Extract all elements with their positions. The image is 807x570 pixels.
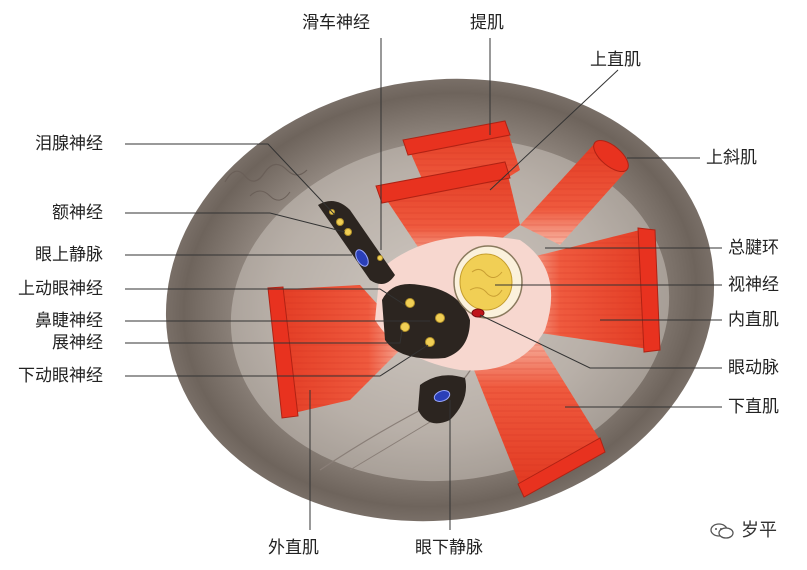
- label-oculomotor-inferior: 下动眼神经: [18, 366, 103, 386]
- label-superior-rectus: 上直肌: [590, 50, 641, 70]
- label-lacrimal-nerve: 泪腺神经: [35, 134, 103, 154]
- label-trochlear-nerve: 滑车神经: [302, 13, 370, 33]
- label-levator: 提肌: [470, 13, 504, 33]
- leader-lines: [125, 38, 722, 530]
- watermark-text: 岁平: [741, 520, 777, 541]
- label-oculomotor-superior: 上动眼神经: [18, 279, 103, 299]
- label-lateral-rectus: 外直肌: [268, 538, 319, 558]
- label-abducens-nerve: 展神经: [52, 333, 103, 353]
- superior-nerve-sheath: [318, 201, 395, 284]
- label-frontal-nerve: 额神经: [52, 203, 103, 223]
- label-superior-ophthalmic-vein: 眼上静脉: [35, 245, 103, 265]
- inferior-vein-sheath: [418, 375, 466, 424]
- label-inferior-rectus: 下直肌: [728, 397, 779, 417]
- label-nasociliary-nerve: 鼻睫神经: [35, 311, 103, 331]
- lacrimal-nerve-fiber: [224, 163, 308, 183]
- superior-oblique-muscle: [520, 139, 629, 245]
- label-common-tendinous-ring: 总腱环: [728, 238, 779, 258]
- label-medial-rectus: 内直肌: [728, 310, 779, 330]
- inferior-rectus-muscle: [470, 335, 606, 498]
- optic-nerve: [453, 245, 523, 319]
- label-inferior-ophthalmic-vein: 眼下静脉: [415, 538, 483, 558]
- wechat-icon: [710, 523, 734, 539]
- lateral-rectus-muscle: [267, 285, 410, 419]
- label-optic-nerve: 视神经: [728, 275, 779, 295]
- label-superior-oblique: 上斜肌: [706, 148, 757, 168]
- label-ophthalmic-artery: 眼动脉: [728, 358, 779, 378]
- watermark: 岁平: [709, 516, 777, 542]
